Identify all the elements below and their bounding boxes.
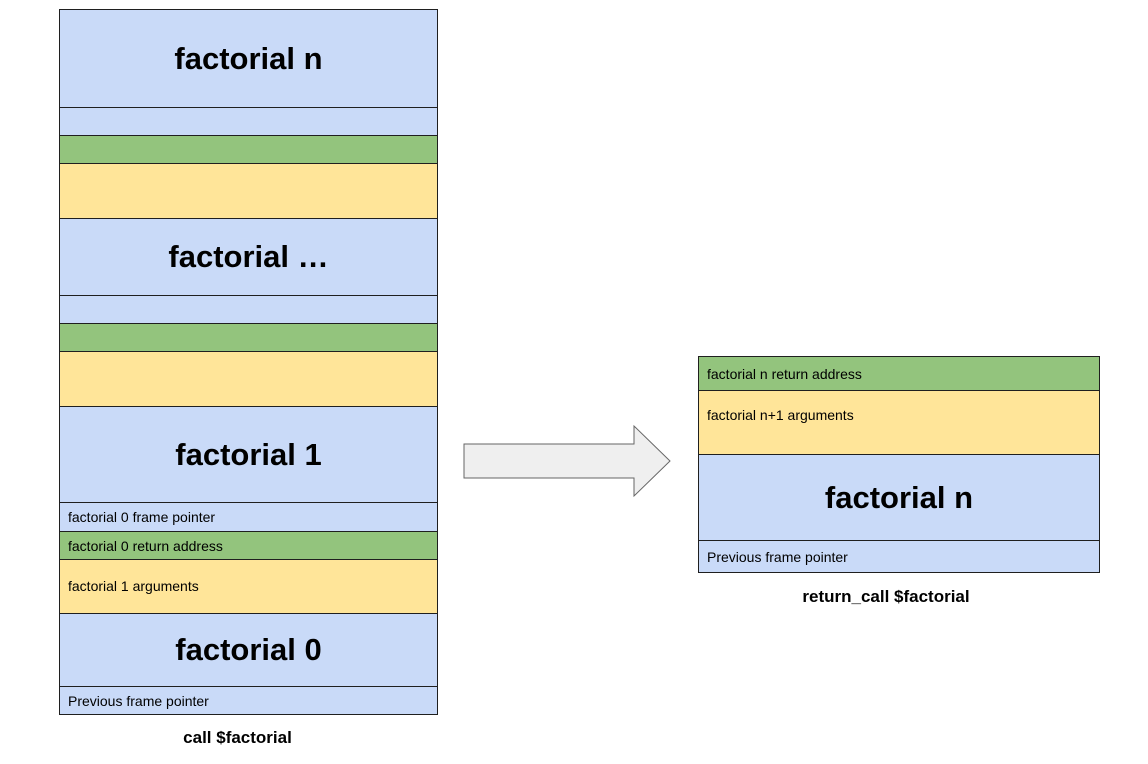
frame-factorial-0: factorial 0 bbox=[60, 613, 437, 686]
frame-1-args-label: factorial 1 arguments bbox=[68, 578, 199, 594]
frame-factorial-0-label: factorial 0 bbox=[175, 632, 322, 667]
frame-factorial-n: factorial n bbox=[699, 454, 1099, 540]
frame-factorial-1-label: factorial 1 bbox=[175, 436, 322, 472]
arguments-slot: factorial 1 arguments bbox=[60, 559, 437, 613]
previous-frame-pointer: Previous frame pointer bbox=[60, 686, 437, 714]
previous-frame-pointer-label: Previous frame pointer bbox=[707, 548, 848, 565]
frame-factorial-n-label: factorial n bbox=[174, 40, 323, 76]
call-stack-diagram: factorial n factorial … factorial 1 fact… bbox=[59, 9, 438, 715]
frame-factorial-ellipsis: factorial … bbox=[60, 218, 437, 295]
arguments-slot bbox=[60, 163, 437, 218]
return-address-slot bbox=[60, 323, 437, 351]
return-call-caption: return_call $factorial bbox=[802, 587, 970, 606]
frame-factorial-ellipsis-label: factorial … bbox=[168, 239, 329, 274]
frame-0-return-label: factorial 0 return address bbox=[68, 537, 223, 554]
arguments-label: factorial n+1 arguments bbox=[707, 407, 854, 423]
frame-pointer-slot bbox=[60, 107, 437, 135]
arguments-slot bbox=[60, 351, 437, 406]
frame-factorial-n: factorial n bbox=[60, 10, 437, 107]
return-address-slot: factorial 0 return address bbox=[60, 531, 437, 559]
arrow-shape bbox=[463, 424, 671, 498]
right-arrow-icon bbox=[463, 424, 671, 498]
frame-factorial-1: factorial 1 bbox=[60, 406, 437, 502]
tail-call-stack-diagram: factorial n return address factorial n+1… bbox=[698, 356, 1100, 573]
call-caption: call $factorial bbox=[183, 728, 292, 747]
arguments-slot: factorial n+1 arguments bbox=[699, 390, 1099, 454]
previous-frame-pointer-label: Previous frame pointer bbox=[68, 692, 209, 709]
frame-pointer-slot: factorial 0 frame pointer bbox=[60, 502, 437, 531]
return-address-slot bbox=[60, 135, 437, 163]
frame-0-pointer-label: factorial 0 frame pointer bbox=[68, 509, 216, 525]
frame-pointer-slot bbox=[60, 295, 437, 323]
previous-frame-pointer: Previous frame pointer bbox=[699, 540, 1099, 572]
return-address-slot: factorial n return address bbox=[699, 357, 1099, 390]
return-address-label: factorial n return address bbox=[707, 365, 862, 382]
frame-factorial-n-label: factorial n bbox=[824, 479, 974, 515]
